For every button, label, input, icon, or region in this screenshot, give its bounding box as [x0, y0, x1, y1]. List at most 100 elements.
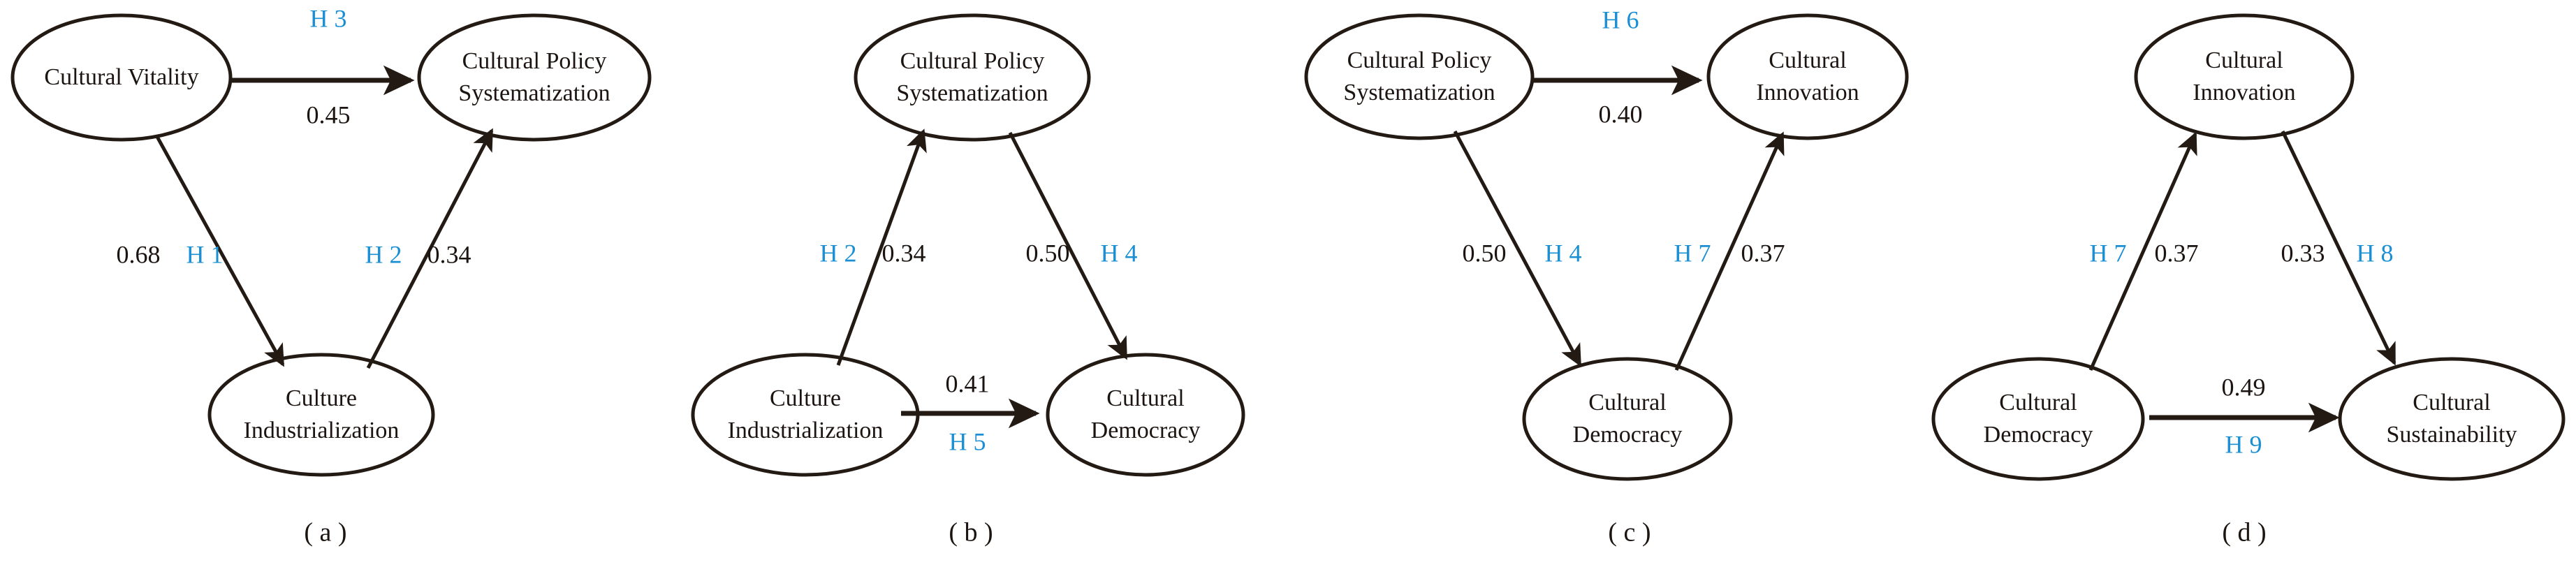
edge-hypothesis-label: H 2 [820, 239, 857, 267]
edge-h6[interactable]: H 6 0.40 [1532, 6, 1703, 128]
edge-h4[interactable]: 0.50 H 4 [1008, 131, 1138, 360]
node-ellipse-shape [691, 353, 920, 477]
node-ellipse-shape [2134, 13, 2355, 140]
panel-caption-d: ( d ) [2222, 518, 2266, 547]
node-cultural-sustainability[interactable]: Cultural Sustainability [2338, 357, 2566, 481]
node-cultural-policy-systematization[interactable]: Cultural Policy Systematization [854, 13, 1091, 142]
node-cultural-democracy[interactable]: Cultural Democracy [1046, 353, 1245, 477]
edge-hypothesis-label: H 6 [1602, 6, 1639, 34]
node-label-line2: Democracy [1573, 422, 1683, 448]
edge-coefficient-label: 0.37 [1741, 239, 1785, 267]
edge-hypothesis-label: H 2 [365, 240, 402, 268]
node-label-line2: Systematization [458, 80, 610, 106]
node-label-line2: Systematization [896, 80, 1048, 106]
node-label-line1: Cultural [1999, 390, 2077, 415]
node-label-line2: Innovation [2193, 80, 2295, 105]
node-culture-industrialization[interactable]: Culture Industrialization [691, 353, 920, 477]
node-ellipse-shape [1522, 357, 1733, 481]
edge-hypothesis-label: H 1 [186, 240, 224, 268]
edge-arrow [1008, 131, 1128, 360]
edge-h3[interactable]: H 3 0.45 [231, 4, 415, 128]
node-label-line1: Cultural Vitality [44, 64, 198, 90]
panel-c: Cultural Policy Systematization Cultural… [1304, 6, 1909, 547]
node-ellipse-shape [1304, 13, 1535, 140]
panel-caption-a: ( a ) [304, 518, 346, 547]
edge-arrow [1674, 131, 1785, 371]
node-ellipse-shape [1931, 357, 2145, 481]
node-cultural-vitality[interactable]: Cultural Vitality [10, 13, 233, 142]
edge-hypothesis-label: H 4 [1545, 239, 1582, 267]
node-label-line1: Cultural [1769, 47, 1846, 73]
edge-arrow [1453, 130, 1582, 367]
node-ellipse-shape [417, 13, 652, 142]
edge-coefficient-label: 0.49 [2222, 373, 2266, 401]
panel-caption-c: ( c ) [1608, 518, 1651, 547]
edge-arrow [836, 128, 927, 366]
node-label-line1: Culture [770, 385, 841, 411]
node-label-line2: Systematization [1343, 80, 1495, 105]
node-culture-industrialization[interactable]: Culture Industrialization [207, 353, 435, 477]
node-label-line1: Cultural Policy [1347, 47, 1492, 73]
edge-coefficient-label: 0.37 [2155, 239, 2199, 267]
panel-caption-b: ( b ) [949, 518, 993, 547]
node-cultural-policy-systematization[interactable]: Cultural Policy Systematization [1304, 13, 1535, 140]
edge-hypothesis-label: H 5 [949, 427, 986, 455]
edge-h9[interactable]: 0.49 H 9 [2149, 373, 2340, 458]
edge-coefficient-label: 0.34 [882, 239, 926, 267]
edge-coefficient-label: 0.50 [1026, 239, 1070, 267]
edge-h8[interactable]: 0.33 H 8 [2281, 130, 2396, 366]
node-cultural-democracy[interactable]: Cultural Democracy [1931, 357, 2145, 481]
edge-h4[interactable]: 0.50 H 4 [1453, 130, 1582, 367]
edge-arrow [154, 134, 285, 367]
node-label-line1: Cultural [2413, 390, 2490, 415]
edge-h7[interactable]: H 7 0.37 [2088, 131, 2199, 371]
node-label-line1: Culture [286, 385, 357, 411]
node-ellipse-shape [1046, 353, 1245, 477]
node-cultural-innovation[interactable]: Cultural Innovation [1706, 13, 1909, 140]
edge-hypothesis-label: H 8 [2357, 239, 2394, 267]
edge-hypothesis-label: H 3 [310, 4, 347, 32]
node-ellipse-shape [10, 13, 233, 142]
edge-hypothesis-label: H 7 [2090, 239, 2127, 267]
edge-h5[interactable]: 0.41 H 5 [901, 369, 1040, 455]
node-label-line2: Sustainability [2387, 422, 2517, 448]
node-ellipse-shape [1706, 13, 1909, 140]
panel-d: Cultural Innovation Cultural Democracy C… [1931, 13, 2566, 547]
node-label-line1: Cultural [1588, 390, 1666, 415]
panel-b: Cultural Policy Systematization Culture … [691, 13, 1245, 547]
node-label-line2: Democracy [1091, 418, 1201, 443]
node-ellipse-shape [2338, 357, 2566, 481]
node-label-line1: Cultural [2205, 47, 2283, 73]
node-label-line2: Industrialization [244, 418, 400, 443]
node-label-line1: Cultural Policy [900, 48, 1045, 74]
panel-a: Cultural Vitality Cultural Policy System… [10, 4, 652, 547]
edge-h1[interactable]: 0.68 H 1 [117, 134, 285, 367]
edge-hypothesis-label: H 9 [2225, 430, 2262, 458]
edge-coefficient-label: 0.45 [307, 101, 351, 128]
edge-coefficient-label: 0.33 [2281, 239, 2325, 267]
edge-coefficient-label: 0.34 [427, 240, 471, 268]
edge-h2[interactable]: H 2 0.34 [820, 128, 927, 366]
edge-h7[interactable]: H 7 0.37 [1674, 131, 1785, 371]
edge-hypothesis-label: H 7 [1674, 239, 1711, 267]
node-label-line2: Industrialization [728, 418, 884, 443]
node-ellipse-shape [207, 353, 435, 477]
node-label-line2: Democracy [1984, 422, 2093, 448]
node-label-line2: Innovation [1756, 80, 1859, 105]
node-cultural-policy-systematization[interactable]: Cultural Policy Systematization [417, 13, 652, 142]
edge-coefficient-label: 0.40 [1599, 100, 1643, 128]
node-label-line1: Cultural [1106, 385, 1184, 411]
edge-arrow [2281, 130, 2396, 366]
edge-arrow [366, 128, 494, 369]
edge-coefficient-label: 0.41 [946, 369, 990, 397]
edge-coefficient-label: 0.68 [117, 240, 161, 268]
edge-coefficient-label: 0.50 [1463, 239, 1507, 267]
node-cultural-democracy[interactable]: Cultural Democracy [1522, 357, 1733, 481]
node-cultural-innovation[interactable]: Cultural Innovation [2134, 13, 2355, 140]
node-label-line1: Cultural Policy [462, 48, 607, 74]
edge-arrow [2088, 131, 2197, 371]
edge-h2[interactable]: H 2 0.34 [365, 128, 494, 369]
edge-hypothesis-label: H 4 [1101, 239, 1138, 267]
